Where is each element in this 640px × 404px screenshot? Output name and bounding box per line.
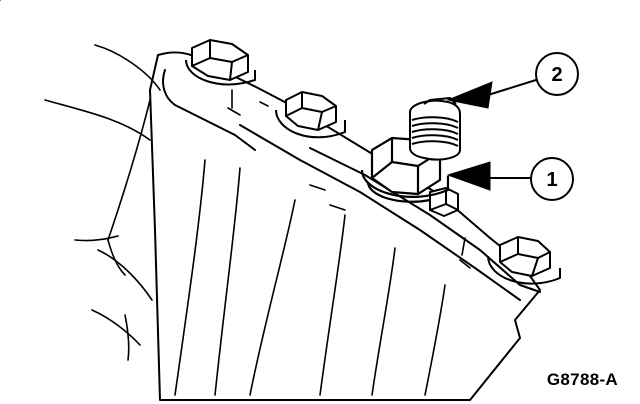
housing-top-surface (149, 51, 541, 401)
callout-2-leader (487, 79, 537, 96)
bolt-2 (275, 91, 346, 139)
callout-2: 2 (446, 52, 579, 109)
casting-lines (0, 0, 471, 396)
callout-1-label: 1 (546, 169, 557, 191)
callout-2-circle (535, 52, 579, 96)
callout-1-arrowhead (446, 161, 491, 191)
sensor-threaded-stem (409, 97, 461, 161)
callout-1: 1 (446, 157, 574, 201)
bolt-1 (185, 39, 256, 86)
small-bolt (429, 187, 459, 217)
flange-face (309, 147, 541, 293)
housing (149, 51, 541, 401)
callout-2-label: 2 (551, 64, 562, 86)
flange-lower-edge (299, 159, 521, 301)
housing-left-lip (162, 69, 256, 151)
figure-id: G8788-A (546, 370, 618, 389)
callout-1-circle (530, 157, 574, 201)
flange-lower-edge-2 (239, 124, 301, 161)
bolt-3 (487, 236, 561, 285)
